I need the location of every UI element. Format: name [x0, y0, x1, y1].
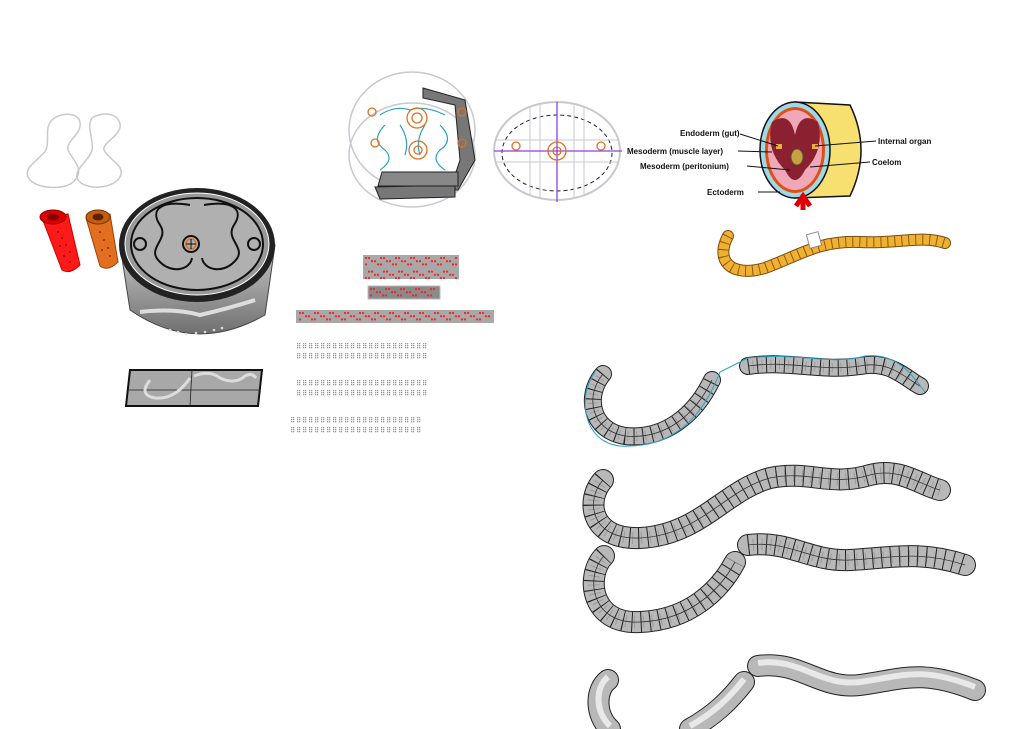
braille-dot-grids[interactable] — [291, 343, 427, 433]
worm-tray[interactable] — [124, 369, 264, 407]
label-internal-organ: Internal organ — [878, 137, 931, 146]
earthworm-cross-section[interactable]: Endoderm (gut) Mesoderm (muscle layer) M… — [627, 101, 951, 277]
worm-mesh-2[interactable] — [582, 462, 951, 549]
label-endoderm: Endoderm (gut) — [680, 129, 740, 138]
label-ectoderm: Ectoderm — [707, 188, 744, 197]
worm-smooth-4c[interactable] — [747, 654, 986, 701]
worm-mesh-3a[interactable] — [582, 545, 746, 634]
red-braille-cylinder[interactable] — [39, 209, 81, 273]
petri-dish-model[interactable] — [119, 188, 276, 336]
wireframe-dish[interactable] — [348, 71, 476, 208]
worm-mesh-1b[interactable] — [739, 355, 929, 395]
top-view-dish[interactable] — [493, 101, 622, 202]
worm-mesh-1a[interactable] — [583, 365, 721, 446]
label-mesoderm-peritonium: Mesoderm (peritonium) — [640, 162, 729, 171]
label-mesoderm-muscle: Mesoderm (muscle layer) — [627, 147, 723, 156]
worm-smooth-4a[interactable] — [587, 669, 621, 729]
worm-smooth-4b[interactable] — [679, 671, 755, 729]
cyan-guide-curve[interactable] — [584, 355, 926, 447]
braille-strips[interactable] — [296, 255, 494, 323]
cell-outline-curves[interactable] — [26, 113, 122, 189]
worm-mesh-3b[interactable] — [737, 533, 976, 576]
label-coelom: Coelom — [872, 158, 901, 167]
orange-braille-cylinder[interactable] — [85, 209, 119, 269]
